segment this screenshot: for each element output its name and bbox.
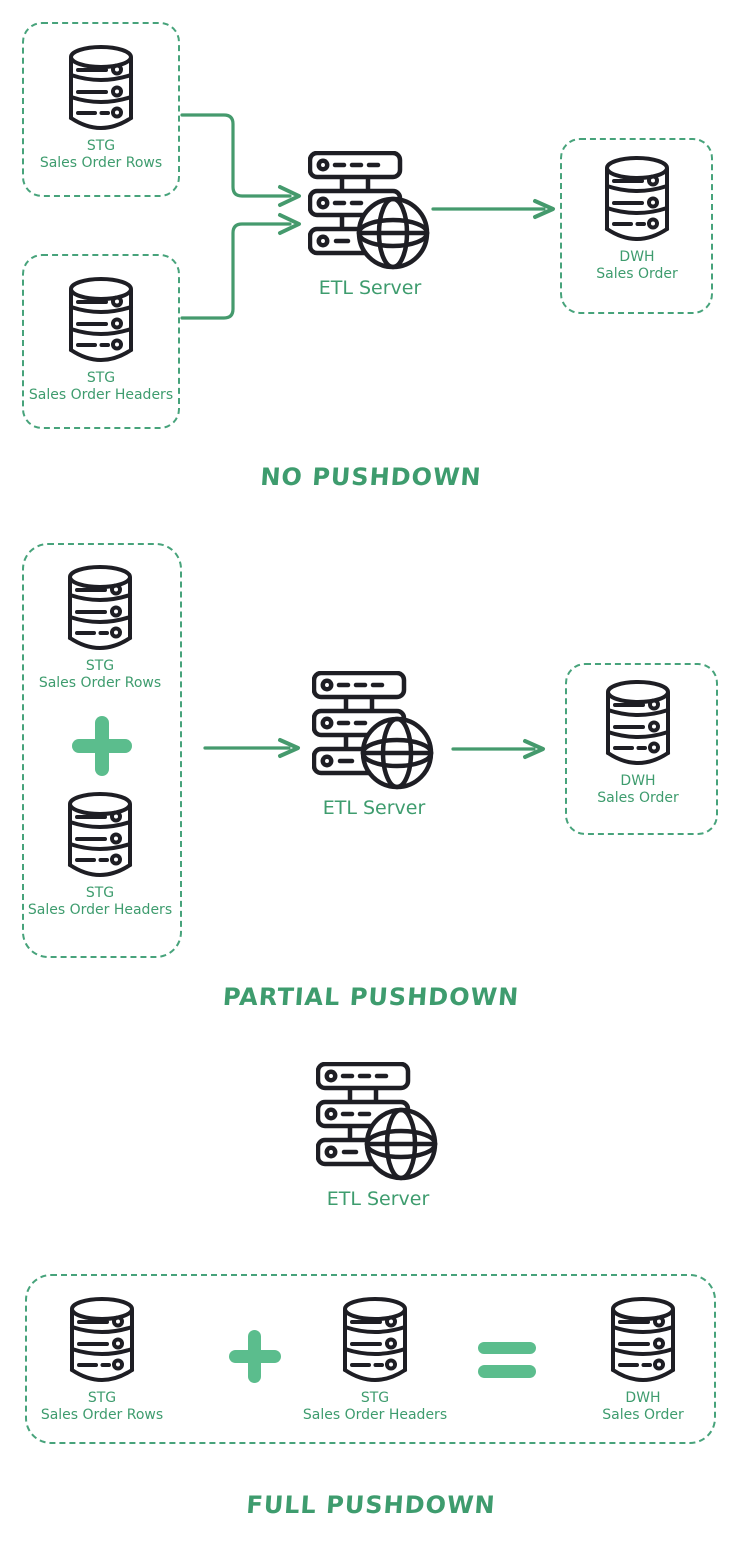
db-label-line1: STG [85, 658, 115, 674]
database-icon [65, 277, 137, 363]
db-label-line2: Sales Order Rows [40, 1407, 164, 1423]
arrow-etl-to-dwh-2 [451, 739, 545, 759]
node-label: STG Sales Order Rows [39, 658, 161, 692]
etl-server-node-3: ETL Server [293, 1062, 463, 1210]
etl-server-label: ETL Server [322, 797, 426, 819]
full-pushdown-box [25, 1274, 716, 1444]
db-label-line2: Sales Order [596, 266, 678, 282]
node-label: DWH Sales Order [596, 249, 678, 283]
database-icon [601, 156, 673, 242]
etl-server-node-1: ETL Server [285, 151, 455, 299]
stg-sales-order-headers-node-3: STG Sales Order Headers [295, 1297, 455, 1424]
combined-sources-box [22, 543, 182, 958]
db-label-line1: DWH [619, 249, 655, 265]
arrow-headers-to-etl [180, 213, 301, 320]
database-icon [602, 680, 674, 766]
db-label-line1: STG [85, 885, 115, 901]
server-globe-icon [312, 671, 436, 791]
node-label: STG Sales Order Headers [29, 370, 173, 404]
dwh-sales-order-node-1: DWH Sales Order [557, 156, 717, 283]
db-label-line2: Sales Order [602, 1407, 684, 1423]
db-label-line2: Sales Order Headers [27, 902, 173, 918]
server-globe-icon [308, 151, 432, 271]
stg-sales-order-rows-node-3: STG Sales Order Rows [22, 1297, 182, 1424]
dwh-sales-order-node-3: DWH Sales Order [563, 1297, 723, 1424]
db-label-line1: DWH [620, 773, 656, 789]
server-globe-icon [316, 1062, 440, 1182]
database-icon [607, 1297, 679, 1383]
section-title-no-pushdown: NO PUSHDOWN [259, 463, 483, 491]
stg-sales-order-rows-node-1: STG Sales Order Rows [21, 45, 181, 172]
db-label-line2: Sales Order Rows [38, 675, 162, 691]
dwh-sales-order-node-2: DWH Sales Order [558, 680, 718, 807]
db-label-line2: Sales Order Rows [39, 155, 163, 171]
section-title-partial-pushdown: PARTIAL PUSHDOWN [221, 983, 521, 1011]
database-icon [64, 792, 136, 878]
stg-sales-order-headers-node-2: STG Sales Order Headers [20, 792, 180, 919]
stg-sales-order-rows-node-2: STG Sales Order Rows [20, 565, 180, 692]
dwh-box-2 [565, 663, 718, 835]
section-title-full-pushdown: FULL PUSHDOWN [245, 1491, 497, 1519]
db-label-line1: DWH [625, 1390, 661, 1406]
node-label: STG Sales Order Rows [41, 1390, 163, 1424]
node-label: DWH Sales Order [597, 773, 679, 807]
arrow-sources-to-etl [203, 738, 300, 758]
etl-server-label: ETL Server [326, 1188, 430, 1210]
db-label-line1: STG [86, 138, 116, 154]
arrow-rows-to-etl [180, 113, 301, 207]
node-label: DWH Sales Order [602, 1390, 684, 1424]
stg-rows-box-1 [22, 22, 180, 197]
database-icon [339, 1297, 411, 1383]
db-label-line1: STG [360, 1390, 390, 1406]
node-label: STG Sales Order Rows [40, 138, 162, 172]
database-icon [66, 1297, 138, 1383]
database-icon [65, 45, 137, 131]
stg-sales-order-headers-node-1: STG Sales Order Headers [21, 277, 181, 404]
etl-server-node-2: ETL Server [289, 671, 459, 819]
etl-server-label: ETL Server [318, 277, 422, 299]
stg-headers-box-1 [22, 254, 180, 429]
db-label-line1: STG [87, 1390, 117, 1406]
database-icon [64, 565, 136, 651]
dwh-box-1 [560, 138, 713, 314]
db-label-line2: Sales Order Headers [28, 387, 174, 403]
node-label: STG Sales Order Headers [303, 1390, 447, 1424]
db-label-line1: STG [86, 370, 116, 386]
db-label-line2: Sales Order Headers [302, 1407, 448, 1423]
node-label: STG Sales Order Headers [28, 885, 172, 919]
db-label-line2: Sales Order [597, 790, 679, 806]
